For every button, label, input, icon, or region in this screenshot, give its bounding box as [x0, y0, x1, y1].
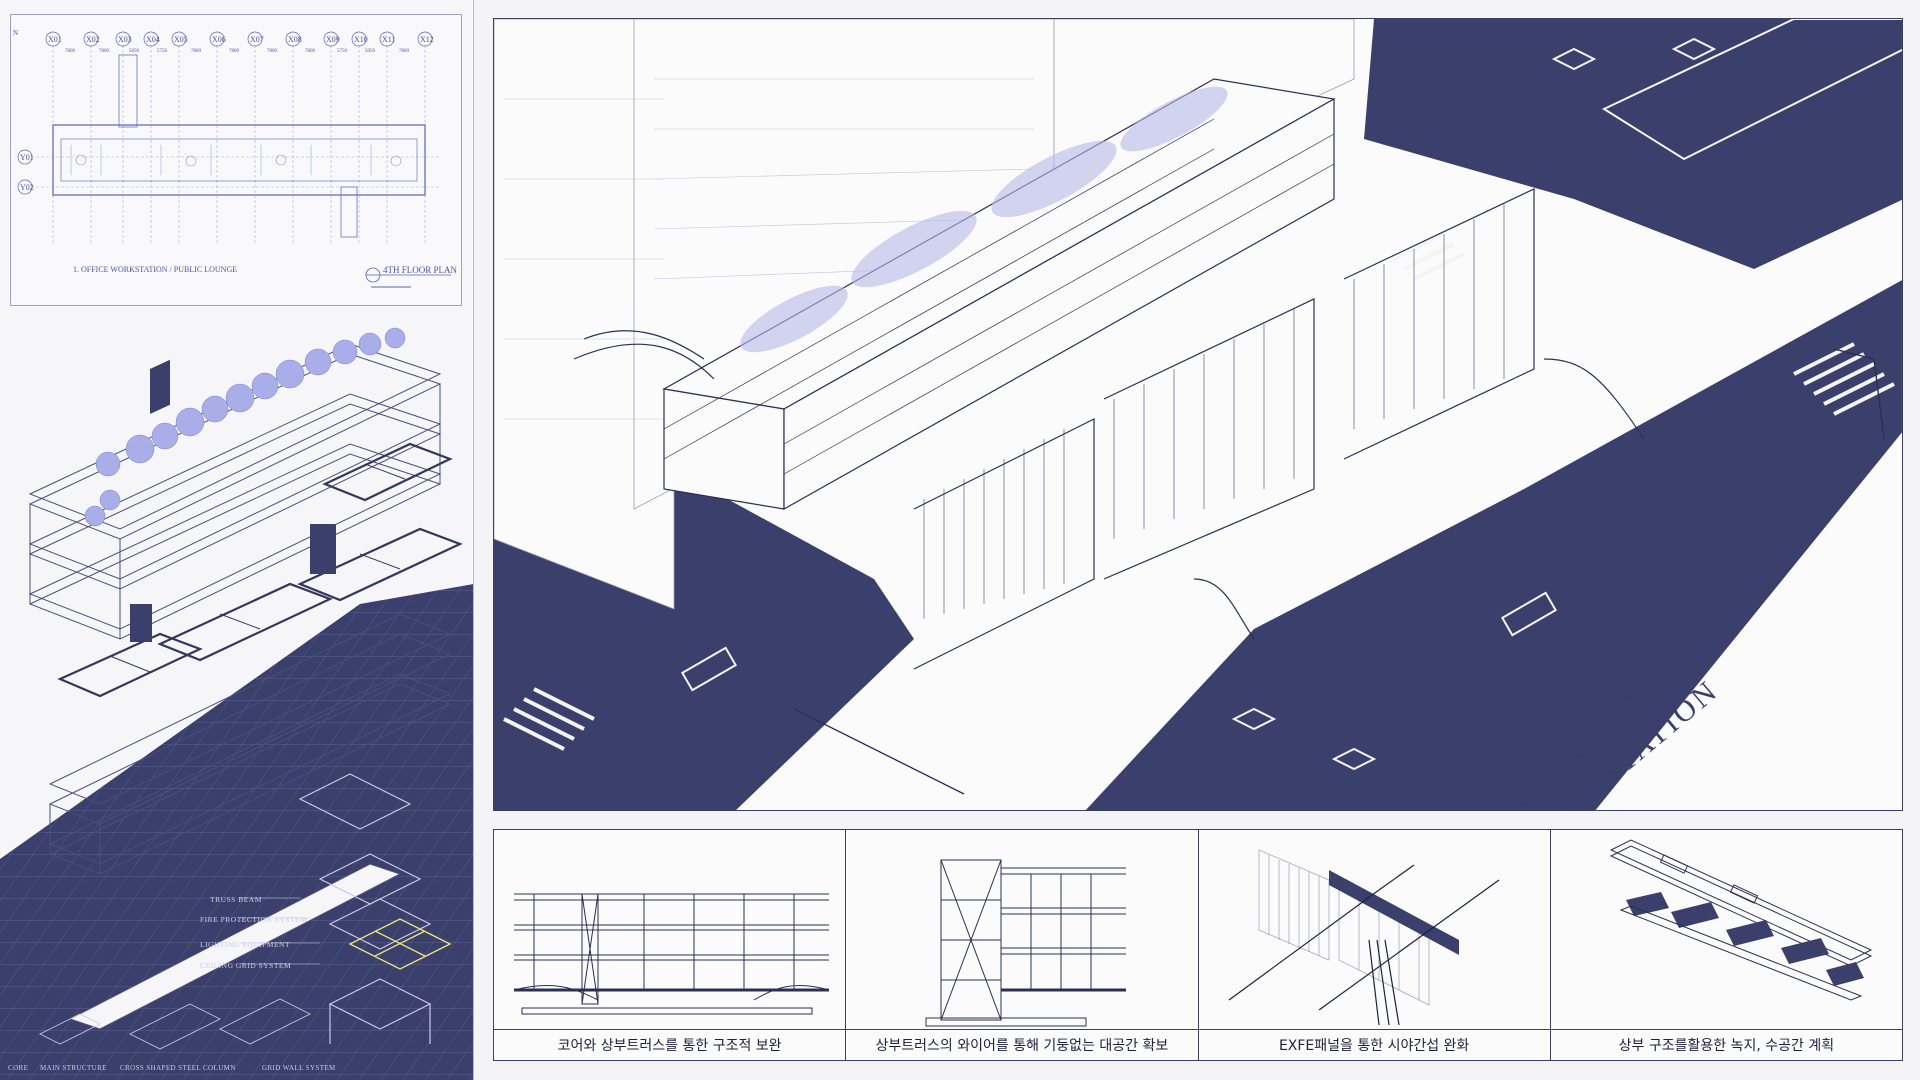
- diagram-column-free-drawing: [925, 859, 1127, 1027]
- axis-label-x10: X10: [354, 35, 368, 44]
- diagram-caption-exfe-panel: EXFE패널을 통한 시야간섭 완화: [1198, 1029, 1550, 1060]
- axis-label-x02: X02: [86, 35, 100, 44]
- diagram-green-space-drawing: [1609, 839, 1872, 1001]
- axis-label-x12: X12: [420, 35, 434, 44]
- legend-steel-column: CROSS SHAPED STEEL COLUMN: [120, 1064, 236, 1072]
- axis-label-x04: X04: [146, 35, 160, 44]
- concept-diagram-strip: 코어와 상부트러스를 통한 구조적 보완 상부트러스의 와이어를 통해 기둥없는…: [493, 829, 1903, 1061]
- callout-lighting: LIGHTING EQUIPMENT: [200, 940, 291, 949]
- axis-label-x08: X08: [288, 35, 302, 44]
- spacing-label: 7800: [65, 49, 75, 54]
- diagram-caption-green-space: 상부 구조를활용한 녹지, 수공간 계획: [1550, 1029, 1902, 1060]
- axis-label-x05: X05: [174, 35, 188, 44]
- axis-label-x01: X01: [48, 35, 62, 44]
- diagram-caption-structure: 코어와 상부트러스를 통한 구조적 보완: [494, 1029, 846, 1060]
- floor-plan-panel: X01 X02 X03 X04 X05 X06 X07 X08 X09 X10 …: [10, 14, 462, 306]
- spacing-label: 7800: [229, 49, 239, 54]
- left-column: X01 X02 X03 X04 X05 X06 X07 X08 X09 X10 …: [0, 0, 474, 1080]
- axis-label-x11: X11: [382, 35, 396, 44]
- site-axonometric-drawing: [494, 19, 1902, 810]
- north-arrow-icon: N: [13, 29, 19, 37]
- spacing-label: 5050: [129, 49, 139, 54]
- spacing-label: 7800: [267, 49, 277, 54]
- axis-label-x03: X03: [118, 35, 132, 44]
- callout-fire-protection: FIRE PROTECTION SYSTEM: [200, 915, 308, 924]
- callout-ceiling-grid: CEILING GRID SYSTEM: [200, 961, 292, 970]
- floor-plan-drawing: [17, 31, 451, 288]
- legend-grid-wall: GRID WALL SYSTEM: [262, 1064, 336, 1072]
- spacing-label: 5750: [337, 49, 347, 54]
- axis-label-y01: Y01: [20, 153, 34, 162]
- exploded-axonometric: [0, 327, 473, 1080]
- main-axonometric-view: GANGNAM BUS STATION: [493, 18, 1903, 811]
- spacing-label: 7800: [99, 49, 109, 54]
- diagram-exfe-panel-drawing: [1228, 849, 1499, 1026]
- diagram-green-space: 상부 구조를활용한 녹지, 수공간 계획: [1550, 830, 1902, 1060]
- diagram-column-free: 상부트러스의 와이어를 통해 기둥없는 대공간 확보: [846, 830, 1199, 1060]
- traffic-light-icon: [1833, 348, 1885, 440]
- axis-label-x07: X07: [250, 35, 264, 44]
- plan-caption: 1. OFFICE WORKSTATION / PUBLIC LOUNGE: [73, 265, 238, 274]
- spacing-label: 7800: [305, 49, 315, 54]
- spacing-label: 5050: [365, 49, 375, 54]
- diagram-caption-column-free: 상부트러스의 와이어를 통해 기둥없는 대공간 확보: [846, 1029, 1198, 1060]
- diagram-structure-drawing: [513, 893, 830, 1015]
- legend-core: CORE: [8, 1064, 29, 1072]
- axis-label-x09: X09: [326, 35, 340, 44]
- axis-label-x06: X06: [212, 35, 226, 44]
- diagram-structure: 코어와 상부트러스를 통한 구조적 보완: [494, 830, 847, 1060]
- callout-truss-beam: TRUSS BEAM: [210, 895, 262, 904]
- spacing-label: 5750: [157, 49, 167, 54]
- spacing-label: 7800: [191, 49, 201, 54]
- diagram-exfe-panel: EXFE패널을 통한 시야간섭 완화: [1198, 830, 1551, 1060]
- axis-label-y02: Y02: [20, 183, 34, 192]
- legend-main-structure: MAIN STRUCTURE: [40, 1064, 107, 1072]
- plan-title: 4TH FLOOR PLAN: [383, 265, 458, 275]
- spacing-label: 7800: [399, 49, 409, 54]
